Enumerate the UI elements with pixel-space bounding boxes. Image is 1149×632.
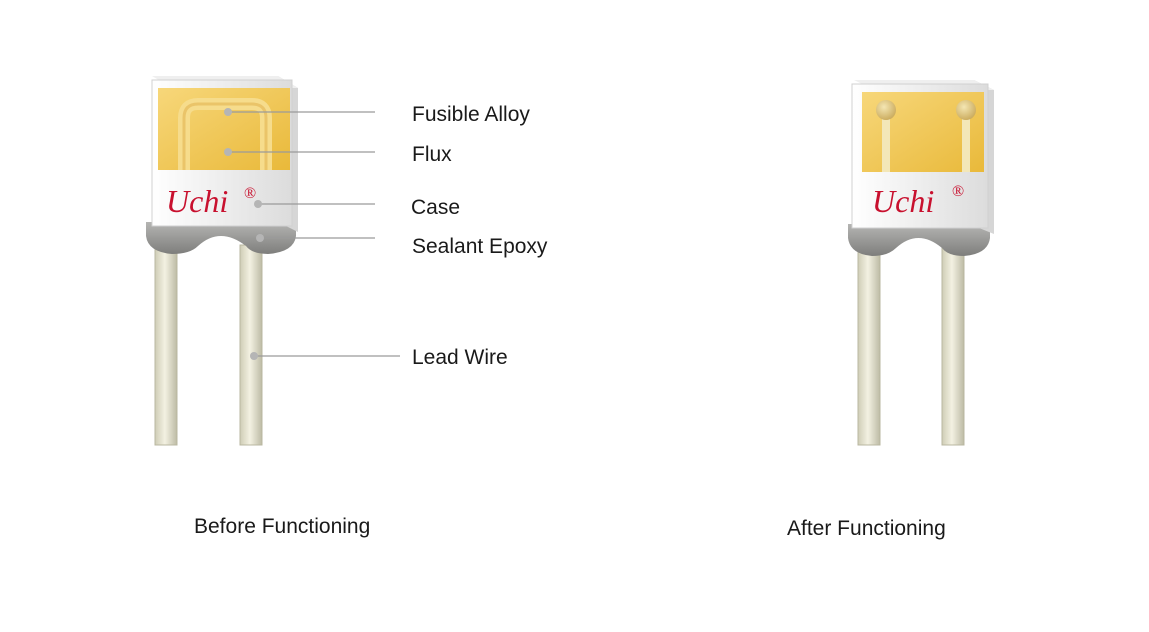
lead-wire-left (857, 247, 881, 446)
label-lead-wire: Lead Wire (412, 346, 508, 369)
leader-dot-flux (224, 148, 232, 156)
leader-dot-case (254, 200, 262, 208)
leader-dot-fusible-alloy (224, 108, 232, 116)
caption-after: After Functioning (787, 517, 946, 540)
label-fusible-alloy: Fusible Alloy (412, 103, 530, 126)
registered-mark: ® (244, 185, 256, 202)
label-sealant-epoxy: Sealant Epoxy (412, 235, 548, 258)
lead-wire-left (154, 244, 178, 446)
sealant-epoxy (146, 222, 296, 254)
alloy-ball-left (876, 100, 896, 120)
fuse-before: Uchi ® (146, 76, 400, 446)
leader-dot-sealant-epoxy (256, 234, 264, 242)
alloy-stub-left (882, 112, 890, 172)
lead-wire-right (941, 247, 965, 446)
label-flux: Flux (412, 143, 452, 166)
alloy-stub-right (962, 112, 970, 172)
fuse-after: Uchi ® (848, 80, 994, 446)
alloy-ball-right (956, 100, 976, 120)
sealant-epoxy (848, 224, 990, 256)
brand-logo: Uchi (166, 183, 228, 219)
label-case: Case (411, 196, 461, 219)
caption-before: Before Functioning (194, 515, 371, 538)
brand-logo: Uchi (872, 183, 934, 219)
registered-mark: ® (952, 183, 964, 200)
leader-dot-lead-wire (250, 352, 258, 360)
lead-wire-right (239, 244, 263, 446)
